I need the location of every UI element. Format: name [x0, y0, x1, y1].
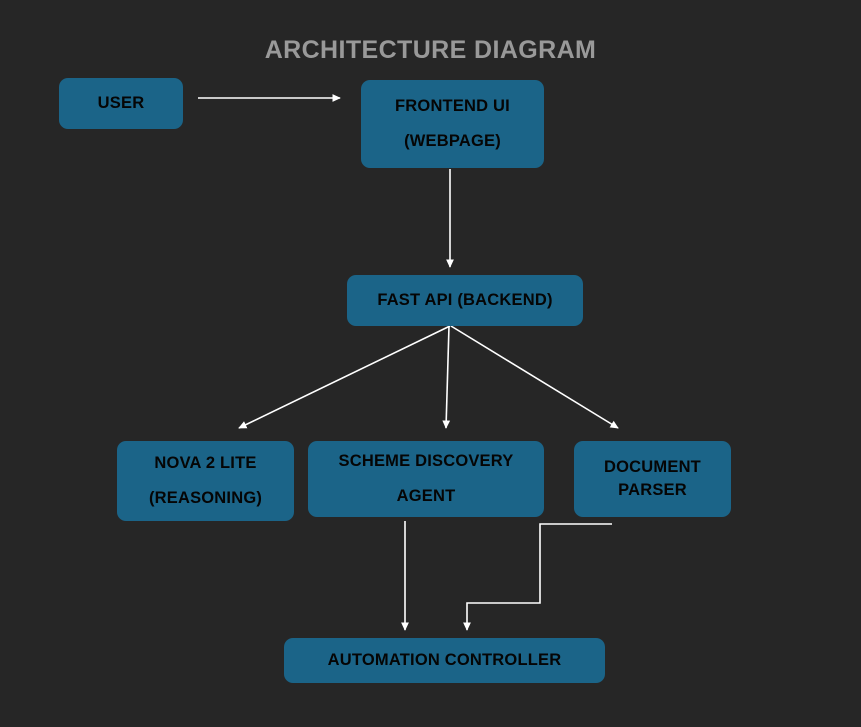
edge-docparser-to-automation: [463, 523, 612, 631]
node-nova-2-lite-sublabel: (REASONING): [148, 489, 263, 507]
edge-fastapi-to-nova: [238, 325, 451, 429]
node-user[interactable]: USER: [59, 78, 183, 129]
node-nova-2-lite-label: NOVA 2 LITE: [154, 454, 257, 472]
node-fast-api-backend-label: FAST API (BACKEND): [377, 291, 553, 309]
node-automation-controller[interactable]: AUTOMATION CONTROLLER: [284, 638, 605, 683]
node-frontend-ui-label: FRONTEND UI: [395, 97, 510, 115]
node-frontend-ui[interactable]: FRONTEND UI (WEBPAGE): [361, 80, 544, 168]
node-document-parser-label: DOCUMENT: [604, 458, 701, 476]
node-document-parser-sublabel: PARSER: [618, 481, 687, 499]
edge-fastapi-to-docparser: [450, 325, 619, 429]
node-automation-controller-label: AUTOMATION CONTROLLER: [327, 651, 562, 669]
page-title: ARCHITECTURE DIAGRAM: [264, 36, 597, 64]
node-scheme-discovery-agent-label: SCHEME DISCOVERY: [338, 452, 514, 470]
node-nova-2-lite[interactable]: NOVA 2 LITE (REASONING): [117, 441, 294, 521]
node-scheme-discovery-agent[interactable]: SCHEME DISCOVERY AGENT: [308, 441, 544, 517]
node-fast-api-backend[interactable]: FAST API (BACKEND): [347, 275, 583, 326]
node-scheme-discovery-agent-sublabel: AGENT: [396, 487, 456, 505]
node-document-parser[interactable]: DOCUMENT PARSER: [574, 441, 731, 517]
node-frontend-ui-sublabel: (WEBPAGE): [404, 132, 501, 150]
node-user-label: USER: [97, 94, 145, 112]
edge-fastapi-to-scheme: [442, 325, 451, 429]
